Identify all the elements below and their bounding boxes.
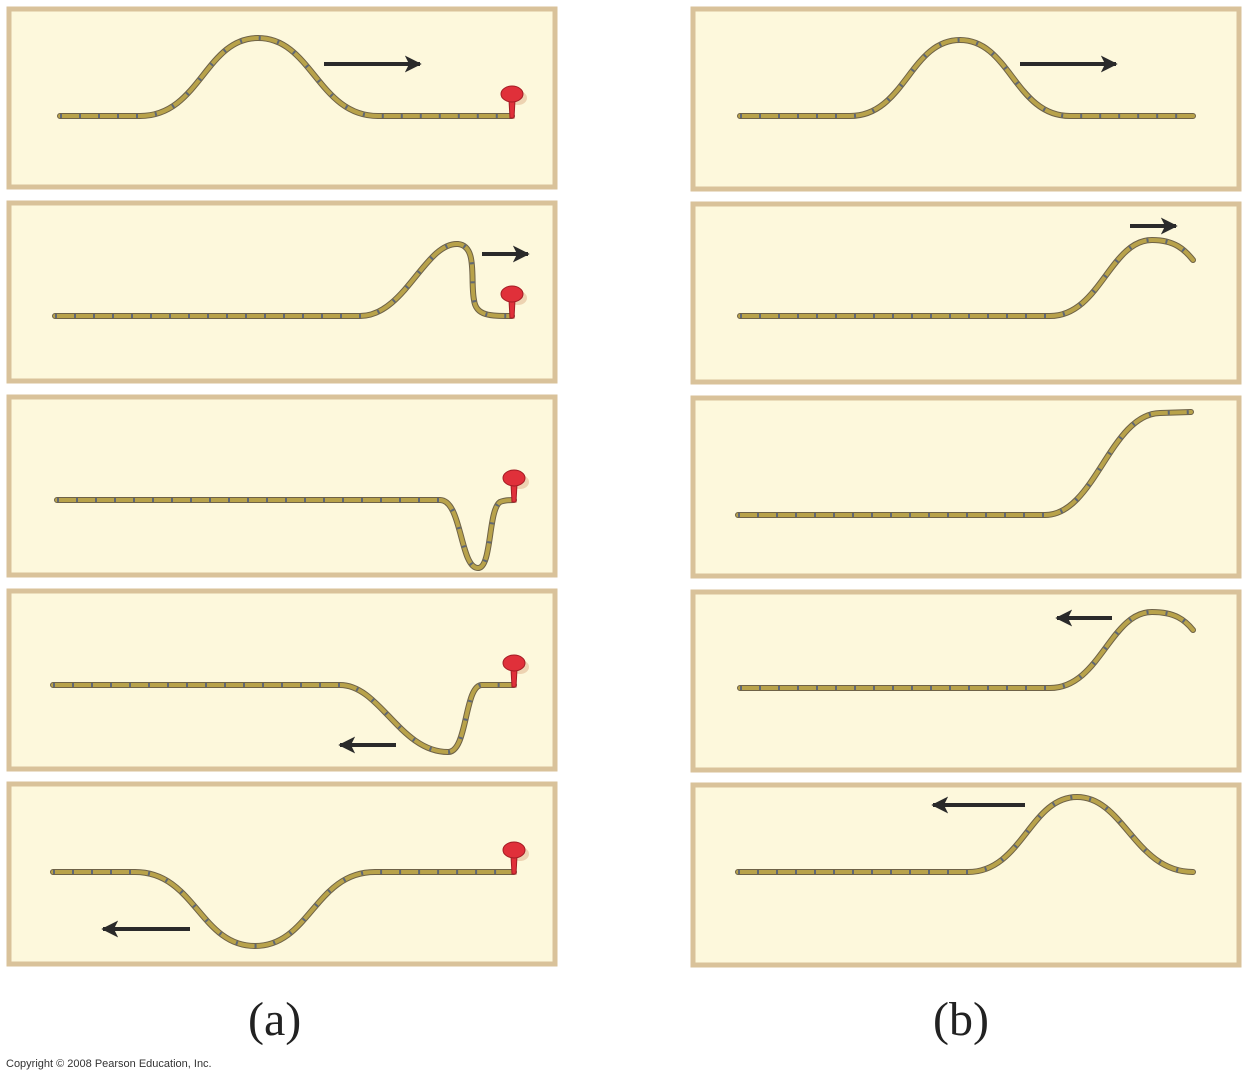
rope-with-raised-free-end — [736, 410, 1193, 517]
frame-b2 — [690, 201, 1242, 385]
pin-head — [502, 654, 526, 672]
panel — [690, 6, 1242, 192]
rope-with-crest-pulse — [58, 36, 514, 118]
wall-pin-icon — [500, 285, 527, 319]
pin-shaft — [510, 668, 518, 688]
wall-pin-icon — [502, 654, 529, 688]
panel — [690, 589, 1242, 773]
pin-head — [502, 469, 526, 487]
pin-head — [502, 841, 526, 859]
column-b-free-end — [690, 6, 1242, 968]
frame-a3 — [6, 394, 558, 578]
rope-with-trough-at-end — [55, 498, 516, 570]
rope-with-trough-leaving — [51, 683, 516, 754]
frame-a4 — [6, 588, 558, 772]
caption-a: (a) — [248, 993, 302, 1046]
panel — [690, 395, 1242, 579]
rope-with-crest-at-free-end — [738, 238, 1195, 318]
frame-a2 — [6, 200, 558, 384]
rope-with-crest-leaving — [738, 610, 1195, 690]
pin-shaft — [510, 855, 518, 875]
pin-shaft — [508, 299, 516, 319]
panel — [6, 588, 558, 772]
wall-pin-icon — [502, 841, 529, 875]
panel — [6, 6, 558, 190]
frame-b1 — [690, 6, 1242, 192]
column-a-fixed-end — [6, 6, 558, 967]
pin-shaft — [508, 99, 516, 119]
wall-pin-icon — [500, 85, 527, 119]
panel — [6, 200, 558, 384]
panel — [6, 394, 558, 578]
rope-with-crest-at-end — [53, 241, 514, 318]
frame-b3 — [690, 395, 1242, 579]
pin-head — [500, 285, 524, 303]
panel — [690, 201, 1242, 385]
frame-a1 — [6, 6, 558, 190]
rope-segment-ticks — [53, 870, 514, 949]
pin-shaft — [510, 483, 518, 503]
frame-b5 — [690, 782, 1242, 968]
rope-with-crest-pulse — [736, 795, 1195, 874]
frame-b4 — [690, 589, 1242, 773]
copyright-notice: Copyright © 2008 Pearson Education, Inc. — [6, 1058, 212, 1070]
wall-pin-icon — [502, 469, 529, 503]
caption-b: (b) — [933, 993, 989, 1046]
frame-a5 — [6, 781, 558, 967]
pin-head — [500, 85, 524, 103]
rope-with-crest-pulse — [738, 38, 1195, 118]
